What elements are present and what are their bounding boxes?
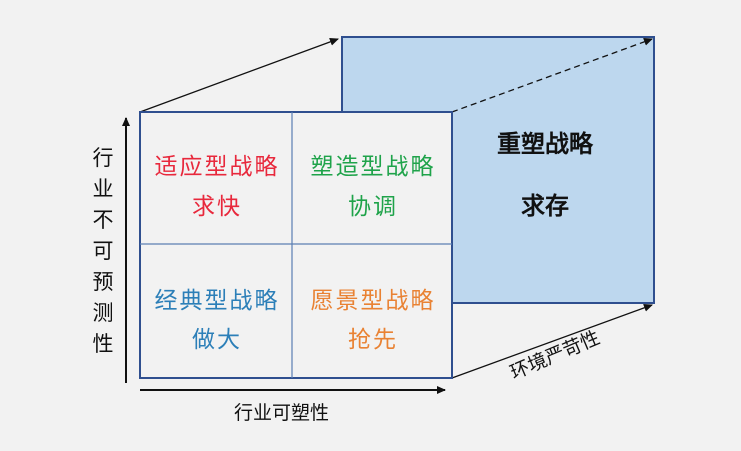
quadrant-bottom-left-title: 经典型战略 xyxy=(154,288,280,314)
connector-bottom-right xyxy=(451,303,653,379)
quadrant-bottom-right-subtitle: 抢先 xyxy=(348,327,398,353)
connector-top-right xyxy=(451,37,653,113)
horizontal-axis-label: 行业可塑性 xyxy=(234,402,330,424)
quadrant-bottom-right-title: 愿景型战略 xyxy=(310,288,436,314)
back-panel-subtitle: 求存 xyxy=(521,192,569,220)
connector-top-left xyxy=(139,38,339,113)
quadrant-top-left-subtitle: 求快 xyxy=(192,194,242,220)
quadrant-bottom-left-subtitle: 做大 xyxy=(192,327,242,353)
quadrant-top-left-title: 适应型战略 xyxy=(154,154,280,180)
quadrant-top-right-subtitle: 协调 xyxy=(348,194,398,220)
back-panel-title: 重塑战略 xyxy=(497,130,593,158)
quadrant-top-right-title: 塑造型战略 xyxy=(310,154,436,180)
vertical-axis-label: 行业不可预测性 xyxy=(92,146,114,356)
front-panel xyxy=(139,111,453,379)
